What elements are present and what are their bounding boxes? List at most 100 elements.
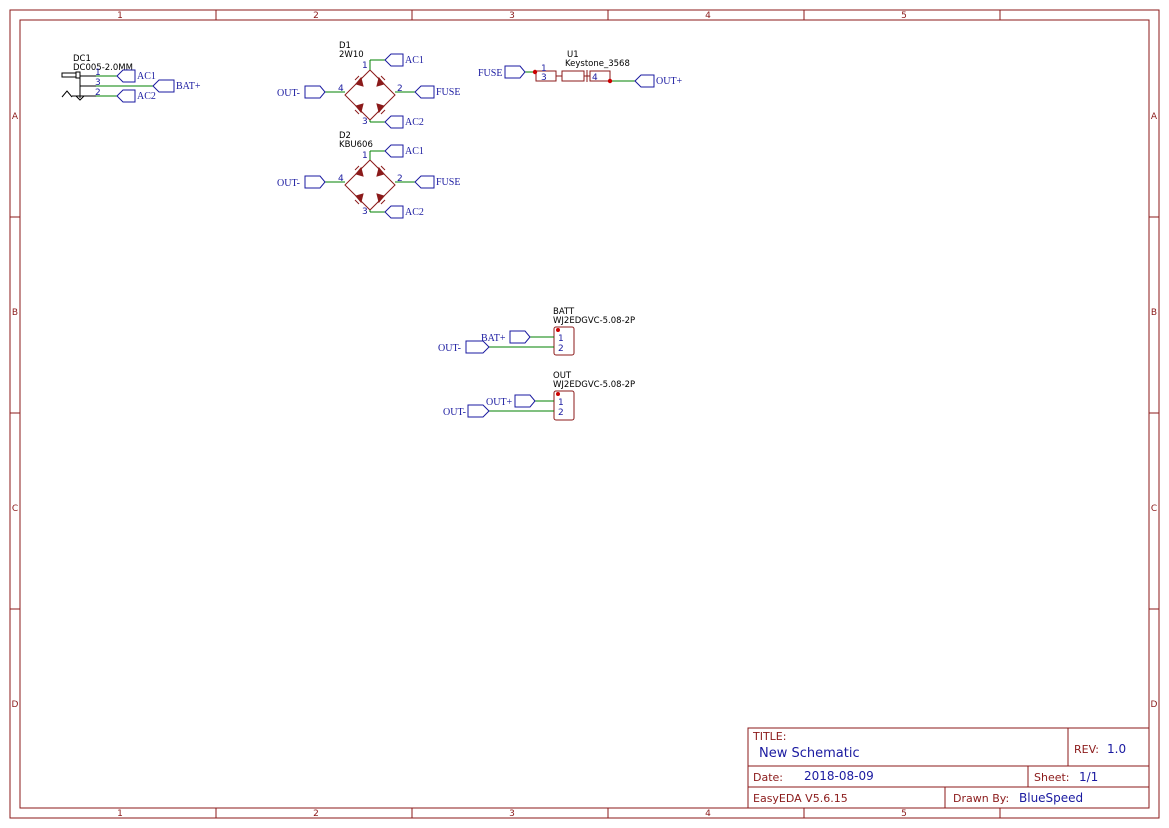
d2-ref: D2 (339, 131, 351, 141)
net-port-fuse[interactable]: FUSE (414, 85, 460, 99)
d2-value: KBU606 (339, 140, 373, 150)
bridge-rectifier-icon (344, 69, 396, 121)
dc1-value: DC005-2.0MM (73, 63, 133, 73)
d1-ref: D1 (339, 41, 351, 51)
date-key: Date: (753, 771, 783, 784)
pin-number: 4 (338, 174, 344, 184)
component-u1[interactable]: U1 Keystone_3568 1 3 4 (525, 50, 635, 84)
net-label: OUT- (438, 343, 461, 354)
component-out[interactable]: OUT WJ2EDGVC-5.08-2P 1 2 (489, 371, 635, 421)
col-label: 2 (313, 11, 319, 21)
net-label: OUT+ (656, 76, 683, 87)
net-label: AC1 (405, 55, 424, 66)
net-label: FUSE (436, 177, 460, 188)
pin-number: 1 (558, 398, 564, 408)
component-batt[interactable]: BATT WJ2EDGVC-5.08-2P 1 2 (489, 307, 635, 356)
net-label: BAT+ (176, 81, 201, 92)
net-port-out-minus[interactable]: OUT- (438, 340, 490, 354)
junction-dot (532, 69, 538, 75)
col-label: 5 (901, 11, 907, 21)
pin-number: 1 (95, 68, 101, 78)
net-port-ac1[interactable]: AC1 (384, 53, 424, 67)
pin-number: 3 (541, 73, 547, 83)
dc-jack-icon (61, 71, 96, 101)
net-port-bat-plus[interactable]: BAT+ (152, 79, 201, 93)
component-d2[interactable]: D2 KBU606 1 4 2 3 (325, 131, 415, 217)
pin-number: 1 (541, 64, 547, 74)
pin-number: 3 (95, 78, 101, 88)
col-label: 2 (313, 809, 319, 819)
row-label: B (12, 308, 18, 318)
net-label: AC2 (405, 117, 424, 128)
net-label: AC2 (405, 207, 424, 218)
schematic-title: New Schematic (759, 746, 860, 761)
net-port-out-plus[interactable]: OUT+ (486, 394, 536, 408)
col-label: 4 (705, 11, 711, 21)
net-label: OUT- (277, 88, 300, 99)
row-label: C (1151, 504, 1157, 514)
row-labels-right: A B C D (1151, 112, 1158, 710)
pin-number: 1 (362, 61, 368, 71)
pin-number: 2 (397, 174, 403, 184)
net-port-ac1[interactable]: AC1 (384, 144, 424, 158)
component-dc1[interactable]: DC1 DC005-2.0MM 1 3 2 (61, 54, 153, 101)
column-labels-top: 1 2 3 4 5 (117, 11, 907, 21)
d1-value: 2W10 (339, 50, 364, 60)
fuse-holder-icon (535, 70, 611, 82)
pin-number: 1 (362, 151, 368, 161)
pin-number: 2 (558, 344, 564, 354)
dc1-ref: DC1 (73, 54, 91, 64)
net-label: OUT+ (486, 397, 513, 408)
row-label: D (1151, 700, 1158, 710)
net-port-ac2[interactable]: AC2 (384, 115, 424, 129)
pin-number: 1 (558, 334, 564, 344)
net-port-bat-plus[interactable]: BAT+ (481, 330, 531, 344)
drawn-by-key: Drawn By: (953, 792, 1009, 805)
net-port-out-minus[interactable]: OUT- (277, 85, 326, 99)
pin-number: 2 (95, 88, 101, 98)
component-d1[interactable]: D1 2W10 1 4 2 3 (325, 41, 415, 127)
sheet-frame (9, 9, 1160, 819)
pin-number: 2 (397, 84, 403, 94)
rev-value: 1.0 (1107, 742, 1126, 756)
row-labels-left: A B C D (12, 112, 19, 710)
pin-number: 4 (338, 84, 344, 94)
net-port-out-plus[interactable]: OUT+ (634, 74, 683, 88)
u1-ref: U1 (567, 50, 579, 60)
pin-number: 3 (362, 207, 368, 217)
pin-number: 4 (592, 73, 598, 83)
net-port-ac1[interactable]: AC1 (116, 69, 156, 83)
net-label: FUSE (436, 87, 460, 98)
connector-icon (553, 390, 575, 421)
col-label: 3 (509, 11, 515, 21)
sheet-key: Sheet: (1034, 771, 1070, 784)
col-label: 1 (117, 11, 123, 21)
net-port-ac2[interactable]: AC2 (116, 89, 156, 103)
row-label: A (12, 112, 19, 122)
title-block: TITLE: New Schematic REV: 1.0 Date: 2018… (747, 727, 1150, 809)
row-label: D (12, 700, 19, 710)
net-label: FUSE (478, 68, 502, 79)
junction-dot (607, 78, 613, 84)
row-label: B (1151, 308, 1157, 318)
date-value: 2018-08-09 (804, 769, 874, 783)
net-label: BAT+ (481, 333, 506, 344)
net-label: AC1 (405, 146, 424, 157)
out-ref: OUT (553, 371, 572, 381)
net-port-fuse[interactable]: FUSE (414, 175, 460, 189)
net-port-out-minus[interactable]: OUT- (277, 175, 326, 189)
pin-number: 2 (558, 408, 564, 418)
net-port-fuse[interactable]: FUSE (478, 65, 526, 79)
u1-value: Keystone_3568 (565, 59, 630, 69)
sheet-value: 1/1 (1079, 770, 1098, 784)
software-version: EasyEDA V5.6.15 (753, 792, 848, 805)
column-labels-bottom: 1 2 3 4 5 (117, 809, 907, 819)
net-label: AC1 (137, 71, 156, 82)
connector-icon (553, 326, 575, 356)
row-label: A (1151, 112, 1158, 122)
net-port-ac2[interactable]: AC2 (384, 205, 424, 219)
net-port-out-minus[interactable]: OUT- (443, 404, 490, 418)
col-label: 3 (509, 809, 515, 819)
bridge-rectifier-icon (344, 159, 396, 211)
